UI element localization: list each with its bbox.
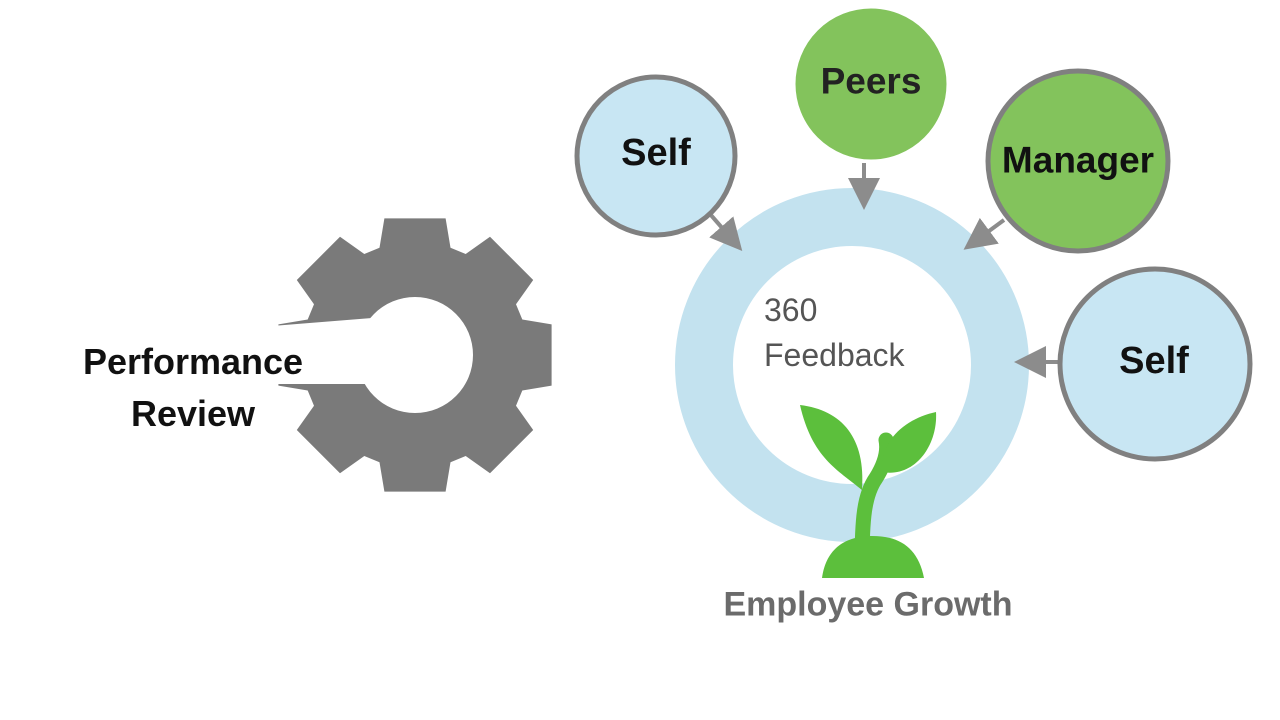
performance-review-line2: Review: [130, 393, 256, 434]
performance-review-label: Performance Review: [83, 336, 303, 440]
node-self-top: [574, 74, 738, 238]
sprout-icon: [800, 405, 937, 578]
node-self-top-label: Self: [621, 132, 691, 175]
arrow-manager: [963, 217, 1006, 250]
feedback-center-label: 360 Feedback: [764, 288, 905, 378]
sprout-mound: [822, 536, 924, 578]
sprout-right-leaf: [881, 412, 937, 473]
employee-growth-label: Employee Growth: [723, 585, 1013, 624]
gear-slot: [272, 318, 372, 384]
feedback-ring: [675, 188, 1029, 542]
node-peers: [792, 5, 950, 163]
node-manager: [985, 68, 1171, 254]
gear-icon: [272, 218, 552, 492]
node-self-right: [1057, 266, 1253, 462]
arrow-self-top: [708, 212, 743, 252]
gear-body: [278, 218, 552, 492]
sprout-left-leaf: [800, 405, 863, 490]
node-self-right-label: Self: [1119, 340, 1189, 383]
feedback-center-line1: 360: [764, 292, 818, 328]
node-manager-label: Manager: [1001, 139, 1155, 181]
node-peers-label: Peers: [820, 60, 922, 102]
performance-review-line1: Performance: [82, 340, 304, 382]
feedback-center-line2: Feedback: [764, 336, 905, 373]
